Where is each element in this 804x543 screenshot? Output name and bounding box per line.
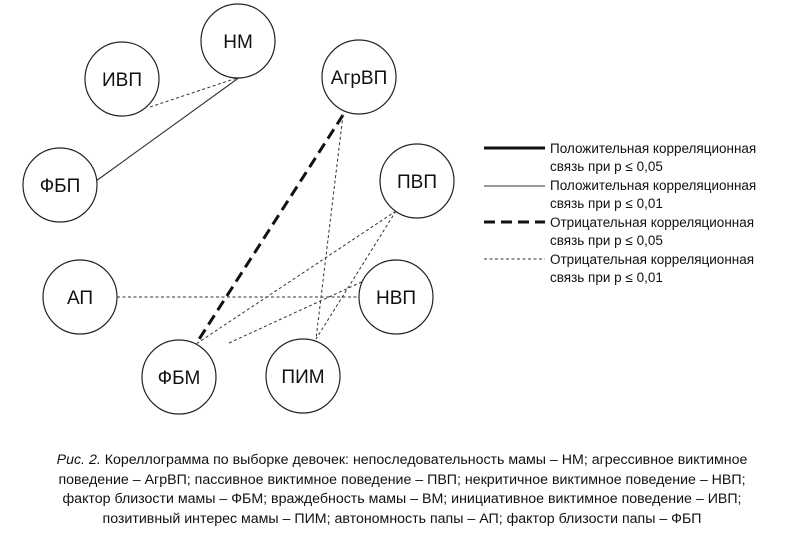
caption-lead: Рис. 2. [56, 452, 101, 468]
legend-label: связь при p ≤ 0,05 [550, 159, 663, 174]
node-ap: АП [42, 259, 118, 335]
node-label-nvp: НВП [376, 288, 416, 309]
node-pvp: ПВП [379, 143, 455, 219]
legend-item-negative-p005: Отрицательная корреляционная связь при p… [484, 215, 754, 248]
legend-item-positive-p001: Положительная корреляционная связь при p… [484, 178, 756, 211]
edge-fbm-nvp [228, 278, 369, 344]
node-nm: НМ [200, 3, 276, 79]
legend-label: Отрицательная корреляционная [550, 215, 754, 230]
node-label-agrvp: АгрВП [331, 68, 388, 89]
caption-line-1: Рис. 2. Кореллограмма по выборке девочек… [0, 451, 804, 471]
correlogram-diagram: НМ ИВП АгрВП ФБП ПВП АП НВП ФБМ ПИМ Поло… [22, 3, 756, 415]
node-fbm: ФБМ [141, 339, 217, 415]
node-agrvp: АгрВП [321, 39, 397, 115]
node-label-nm: НМ [223, 32, 253, 53]
node-pim: ПИМ [265, 338, 341, 414]
node-ivp: ИВП [84, 41, 160, 117]
node-label-ap: АП [67, 288, 93, 309]
legend-label: Отрицательная корреляционная [550, 252, 754, 267]
caption-line-2: поведение – АгрВП; пассивное виктимное п… [58, 471, 746, 488]
node-label-fbm: ФБМ [158, 368, 201, 389]
legend-item-positive-p005: Положительная корреляционная связь при p… [484, 141, 756, 174]
legend-label: Положительная корреляционная [550, 178, 756, 193]
edge-fbp-nm [95, 76, 241, 182]
node-label-fbp: ФБП [40, 176, 81, 197]
legend-item-negative-p001: Отрицательная корреляционная связь при p… [484, 252, 754, 285]
legend-label: связь при p ≤ 0,05 [550, 233, 663, 248]
legend-label: связь при p ≤ 0,01 [550, 270, 663, 285]
legend: Положительная корреляционная связь при p… [484, 141, 756, 285]
edge-ivp-nm [149, 76, 241, 108]
node-label-pvp: ПВП [397, 172, 437, 193]
edges [95, 76, 397, 345]
caption-text: Кореллограмма по выборке девочек: непосл… [100, 452, 748, 468]
figure-caption: Рис. 2. Кореллограмма по выборке девочек… [0, 451, 804, 529]
caption-line-4: позитивный интерес мамы – ПИМ; автономно… [102, 510, 702, 527]
node-label-pim: ПИМ [281, 367, 324, 388]
legend-label: Положительная корреляционная [550, 141, 756, 156]
node-label-ivp: ИВП [102, 70, 142, 91]
edge-agrvp-pim [315, 114, 344, 340]
caption-line-3: фактор близости мамы – ФБМ; враждебность… [62, 491, 742, 508]
node-nvp: НВП [358, 259, 434, 335]
edge-agrvp-fbm [194, 114, 345, 345]
legend-label: связь при p ≤ 0,01 [550, 196, 663, 211]
node-fbp: ФБП [22, 147, 98, 223]
edge-pvp-fbm [195, 210, 397, 345]
